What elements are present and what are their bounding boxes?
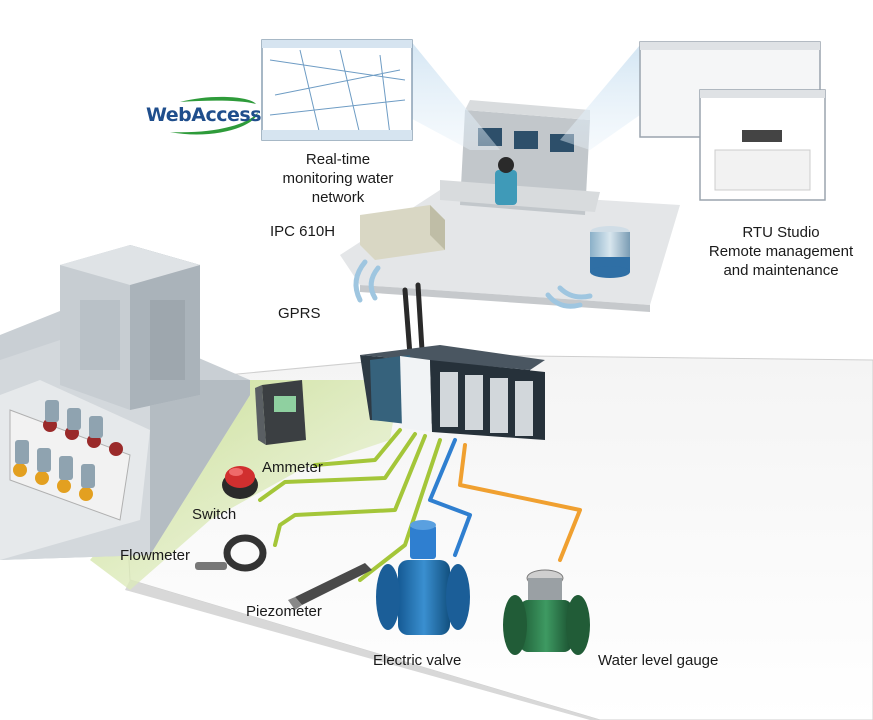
control-room-platform [340, 100, 680, 312]
piezometer-device [288, 563, 372, 610]
webaccess-screen [261, 39, 500, 150]
pump-row [13, 400, 123, 501]
rtu-controller [360, 282, 545, 440]
label-flowmeter: Flowmeter [120, 547, 191, 564]
signal-wires [258, 428, 582, 582]
pump-house-building [0, 245, 250, 560]
electric-valve-device [376, 520, 470, 635]
label-realtime-monitoring: Real-time monitoring water network [262, 150, 414, 207]
label-water-level-gauge: Water level gauge [598, 652, 719, 669]
label-rtu-studio: RTU Studio Remote management and mainten… [688, 223, 873, 280]
ammeter-device [255, 380, 306, 445]
label-ammeter: Ammeter [262, 459, 323, 476]
label-electric-valve: Electric valve [373, 652, 462, 669]
label-piezometer: Piezometer [246, 603, 322, 620]
label-gprs: GPRS [278, 305, 321, 322]
label-rtu-text: RTU Studio Remote management and mainten… [708, 224, 854, 279]
flowmeter-device [195, 534, 267, 572]
label-switch: Switch [192, 506, 237, 523]
webaccess-logo-text: WebAccess [146, 104, 262, 126]
water-level-gauge-device [503, 569, 590, 655]
webaccess-logo: WebAccess [140, 94, 265, 138]
switch-device [222, 466, 258, 499]
label-realtime-text: Real-time monitoring water network [282, 151, 394, 206]
label-ipc: IPC 610H [270, 223, 336, 240]
rtu-studio-screens [560, 41, 826, 201]
main-floor-platform [90, 354, 873, 720]
